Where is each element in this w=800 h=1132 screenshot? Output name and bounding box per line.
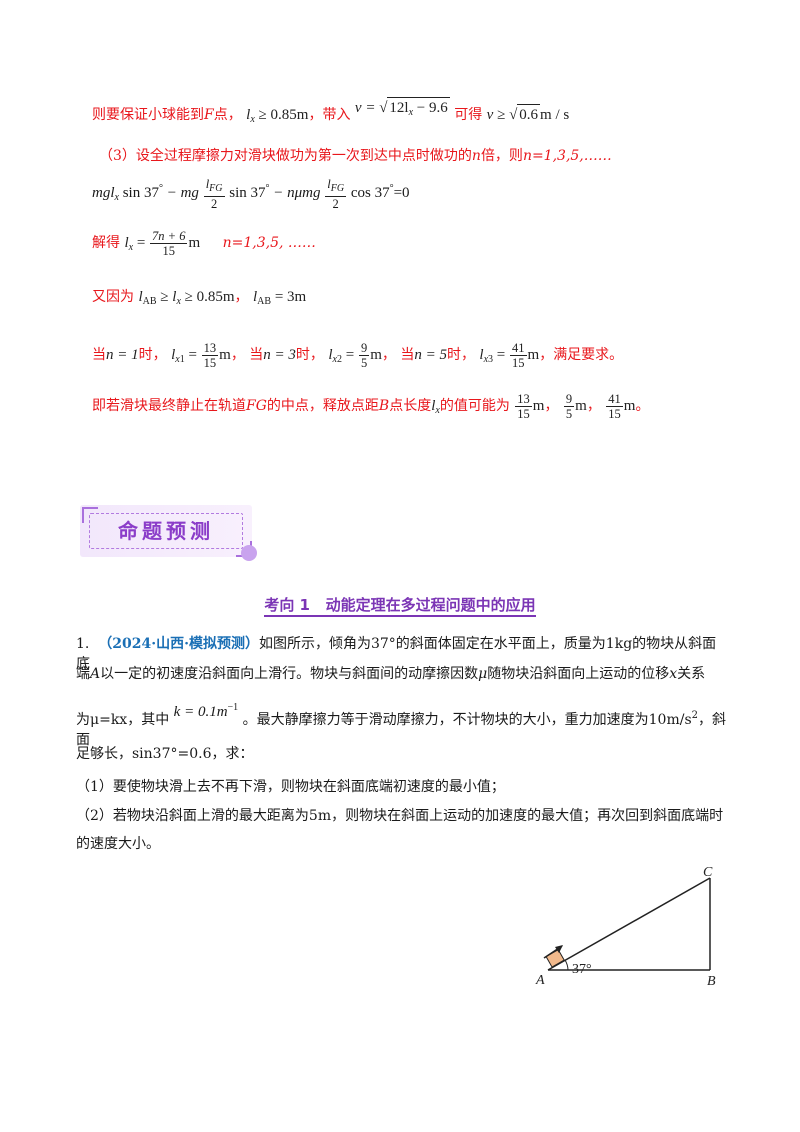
angle-arc [564, 959, 569, 971]
problem-line-2: 端A以一定的初速度沿斜面向上滑行。物块与斜面间的动摩擦因数μ随物块沿斜面向上运动… [76, 666, 706, 682]
incline-slope [547, 877, 711, 971]
question-2-part-a: （2）若物块沿斜面上滑的最大距离为5m，则物块在斜面上运动的加速度的最大值；再次… [76, 808, 724, 824]
incline-diagram: 37° A B C [535, 865, 716, 989]
corner-decoration [82, 507, 98, 523]
section-title: 考向 1 动能定理在多过程问题中的应用 [0, 594, 800, 617]
condition-line: 又因为 lAB ≥ lx ≥ 0.85m， lAB = 3m [92, 289, 307, 307]
arrow-head-icon [555, 945, 563, 953]
point-b-label: B [707, 974, 716, 989]
problem-source: （2024·山西·模拟预测） [98, 636, 259, 652]
point-a-label: A [535, 973, 545, 988]
dot-decoration [241, 545, 257, 561]
point-c-label: C [703, 865, 713, 880]
question-2-part-b: 的速度大小。 [76, 836, 160, 852]
problem-line-4: 足够长，sin37°=0.6，求： [76, 746, 254, 762]
block [545, 948, 565, 968]
problem-line-1: 1. （2024·山西·模拟预测）如图所示，倾角为37°的斜面体固定在水平面上，… [76, 636, 717, 672]
section-banner: 命题预测 [80, 505, 260, 561]
solution-line-2: （3）设全过程摩擦力对滑块做功为第一次到达中点时做功的n倍，则n=1,3,5,…… [99, 148, 612, 164]
problem-line-3: 为μ=kx，其中 k = 0.1m−1 。最大静摩擦力等于滑动摩擦力，不计物块的… [76, 702, 727, 748]
banner-title: 命题预测 [118, 519, 214, 543]
question-1: （1）要使物块滑上去不再下滑，则物块在斜面底端初速度的最小值； [76, 779, 505, 795]
solution-line-1: 则要保证小球能到F点， lx ≥ 0.85m，带入 v = √12lx − 9.… [92, 97, 569, 130]
angle-label: 37° [572, 962, 592, 977]
